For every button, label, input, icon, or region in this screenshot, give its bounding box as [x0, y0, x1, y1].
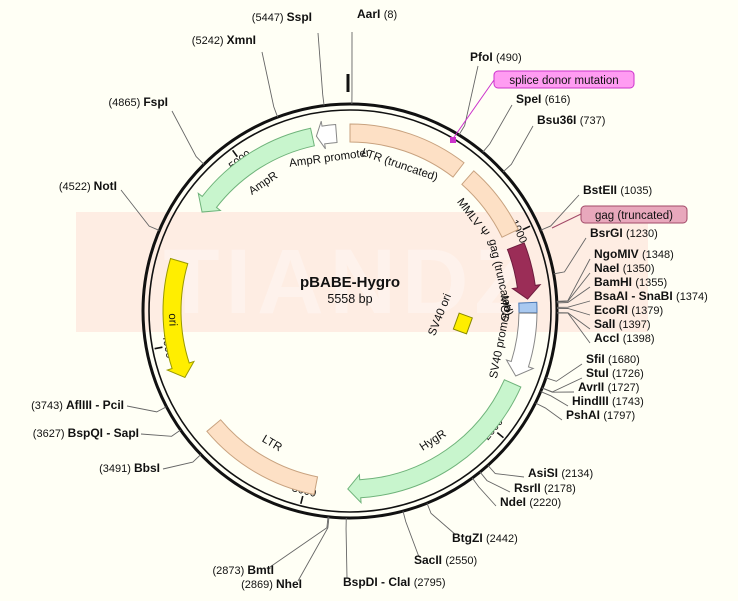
feature-ampr — [197, 127, 315, 213]
site-leader-hindiii — [540, 391, 569, 407]
tick-mark — [496, 431, 504, 439]
site-label-spei: SpeI (616) — [516, 92, 570, 106]
site-label-bsteii: BstEII (1035) — [583, 183, 652, 197]
site-leader-ndei — [471, 477, 497, 507]
site-label-bsaai-snabi: BsaAI - SnaBI (1374) — [594, 289, 708, 303]
site-label-xmni: (5242) XmnI — [192, 33, 256, 47]
feature-mcs — [518, 301, 538, 314]
site-leader-bspdi-clai — [345, 517, 348, 579]
plasmid-size: 5558 bp — [327, 292, 372, 306]
plasmid-name: pBABE-Hygro — [300, 274, 400, 291]
site-label-sfii: SfiI (1680) — [586, 352, 640, 366]
features-layer — [162, 121, 542, 504]
site-leader-btgzi — [426, 502, 457, 536]
site-label-hindiii: HindIII (1743) — [572, 394, 644, 408]
feature-ltr — [206, 419, 319, 496]
feature-ampr-promoter — [315, 121, 338, 150]
gag-truncated-leader — [551, 213, 582, 229]
site-label-ngomiv: NgoMIV (1348) — [594, 247, 674, 261]
site-leader-nhei — [297, 516, 330, 582]
site-label-bmti: (2873) BmtI — [212, 563, 274, 577]
site-leader-asisi — [487, 465, 525, 478]
site-leader-noti — [120, 189, 160, 231]
site-label-pshai: PshAI (1797) — [566, 408, 635, 422]
site-leader-fspi — [171, 110, 205, 165]
site-leader-xmni — [261, 51, 279, 118]
site-label-bspqi-sapi: (3627) BspQI - SapI — [33, 426, 139, 440]
site-leader-bsaai-snabi — [556, 300, 591, 308]
site-leader-bmti — [269, 516, 329, 568]
splice-donor-tag-label: splice donor mutation — [509, 75, 618, 87]
site-label-aari: AarI (8) — [357, 7, 397, 21]
feature-label-ori: ori — [166, 313, 179, 326]
site-leader-bsteii — [540, 194, 580, 231]
site-label-fspi: (4865) FspI — [108, 95, 168, 109]
splice-donor-marker — [450, 137, 456, 143]
site-label-bsrgi: BsrGI (1230) — [590, 226, 658, 240]
site-label-naei: NaeI (1350) — [594, 261, 654, 275]
site-label-asisi: AsiSI (2134) — [528, 466, 593, 480]
site-leader-pshai — [535, 402, 563, 421]
site-leader-pfoi — [458, 65, 479, 136]
site-leader-bamhi — [556, 286, 591, 304]
site-leader-naei — [556, 272, 591, 303]
site-leader-sfii — [545, 363, 583, 382]
site-leader-avrii — [541, 387, 575, 393]
tick-mark — [231, 149, 238, 158]
sites-layer: AarI (8) (5447) SspI (5242) XmnI (4865) Fsp… — [31, 7, 708, 591]
site-leader-spei — [482, 104, 513, 153]
feature-hygr — [347, 379, 522, 504]
watermark-text: TIANDZ — [163, 231, 536, 333]
site-label-avrii: AvrII (1727) — [578, 380, 639, 394]
site-leader-bbsi — [162, 454, 202, 470]
site-label-btgzi: BtgZI (2442) — [452, 531, 518, 545]
feature-gag-truncated — [506, 242, 542, 300]
site-label-noti: (4522) NotI — [59, 179, 117, 193]
site-leader-stui — [542, 377, 583, 393]
site-label-rsrii: RsrII (2178) — [514, 481, 576, 495]
site-label-sacii: SacII (2550) — [414, 553, 477, 567]
tick-mark — [522, 225, 531, 231]
gag-truncated-tag-label: gag (truncated) — [595, 210, 673, 222]
tick-mark — [300, 495, 304, 505]
site-label-bbsi: (3491) BbsI — [99, 461, 160, 475]
site-leader-ecori — [556, 307, 591, 316]
site-label-acci: AccI (1398) — [594, 331, 654, 345]
backbone-inner-ring — [148, 109, 552, 513]
feature-ori — [162, 257, 196, 379]
site-label-sali: SalI (1397) — [594, 317, 650, 331]
site-leader-bspqi-sapi — [140, 429, 181, 437]
site-label-afliii-pcii: (3743) AflIII - PciI — [31, 398, 124, 412]
splice-donor-tag — [493, 70, 635, 89]
feature-sv40-promoter — [505, 312, 538, 377]
feature-sv40-ori — [452, 312, 473, 335]
site-label-bsu36i: Bsu36I (737) — [537, 113, 605, 127]
site-label-bspdi-clai: BspDI - ClaI (2795) — [343, 575, 445, 589]
site-leader-bsrgi — [553, 237, 587, 275]
site-leader-afliii-pcii — [126, 405, 167, 413]
site-leader-bsu36i — [502, 125, 534, 173]
feature-label-ampr-promoter: AmpR promoter — [288, 147, 370, 170]
site-leader-rsrii — [479, 471, 511, 493]
backbone-outer-ring — [141, 102, 559, 520]
site-label-ecori: EcoRI (1379) — [594, 303, 663, 317]
feature-ltr-truncated — [349, 123, 465, 178]
site-label-bamhi: BamHI (1355) — [594, 275, 667, 289]
site-label-stui: StuI (1726) — [586, 366, 644, 380]
feature-mmlv-psi — [461, 170, 519, 238]
site-leader-sspi — [317, 32, 325, 106]
feature-label-mcs: MCS — [498, 295, 510, 321]
site-label-ndei: NdeI (2220) — [500, 495, 561, 509]
site-leader-acci — [556, 312, 591, 344]
tick-mark — [154, 346, 163, 350]
splice-donor-leader — [451, 79, 495, 141]
feature-label-hygr: HygR — [418, 428, 449, 454]
site-label-pfoi: PfoI (490) — [470, 50, 522, 64]
site-leader-sacii — [402, 510, 420, 558]
site-label-sspi: (5447) SspI — [252, 10, 312, 24]
feature-label-ltr: LTR — [260, 433, 284, 454]
site-label-nhei: (2869) NheI — [241, 577, 302, 591]
